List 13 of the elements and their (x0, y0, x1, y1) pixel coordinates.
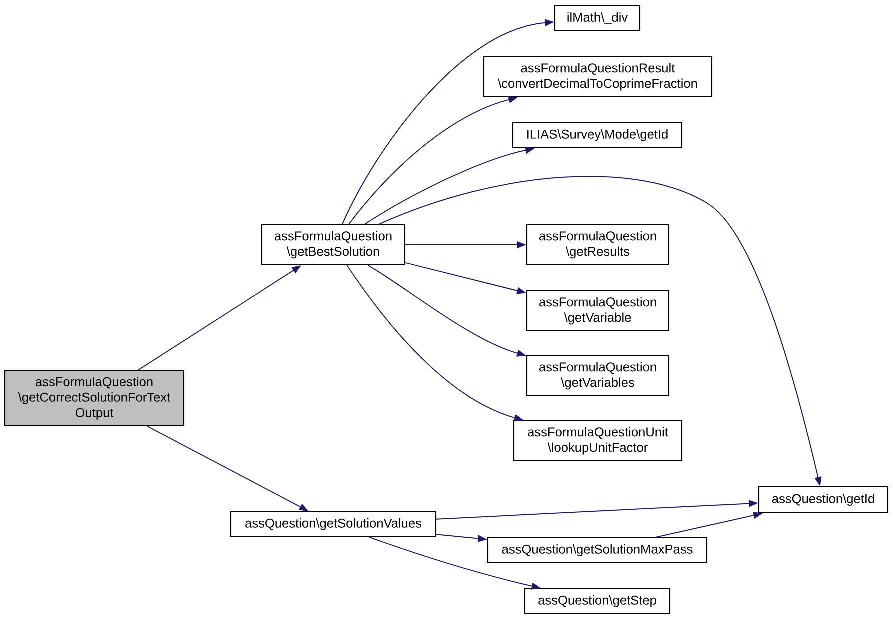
function-box: assFormulaQuestionResult \convertDecimalToCoprimeFraction (483, 56, 713, 98)
function-box: ILIAS\Survey\Mode\getId (512, 122, 683, 149)
function-box: assFormulaQuestion \getResults (526, 224, 670, 266)
function-box: assFormulaQuestion \getBestSolution (261, 224, 406, 266)
function-box: assQuestion\getId (758, 486, 889, 514)
highlighted-function-box: assFormulaQuestion \getCorrectSolutionForText Output (4, 370, 185, 427)
function-box: assQuestion\getStep (524, 588, 671, 615)
function-box: assFormulaQuestion \getVariables (526, 355, 670, 397)
function-box: assFormulaQuestionUnit \lookupUnitFactor (513, 420, 683, 462)
function-box: assQuestion\getSolutionMaxPass (487, 537, 708, 564)
function-box: assQuestion\getSolutionValues (230, 511, 437, 538)
function-box: assFormulaQuestion \getVariable (526, 290, 670, 332)
function-box: ilMath\_div (554, 5, 641, 32)
